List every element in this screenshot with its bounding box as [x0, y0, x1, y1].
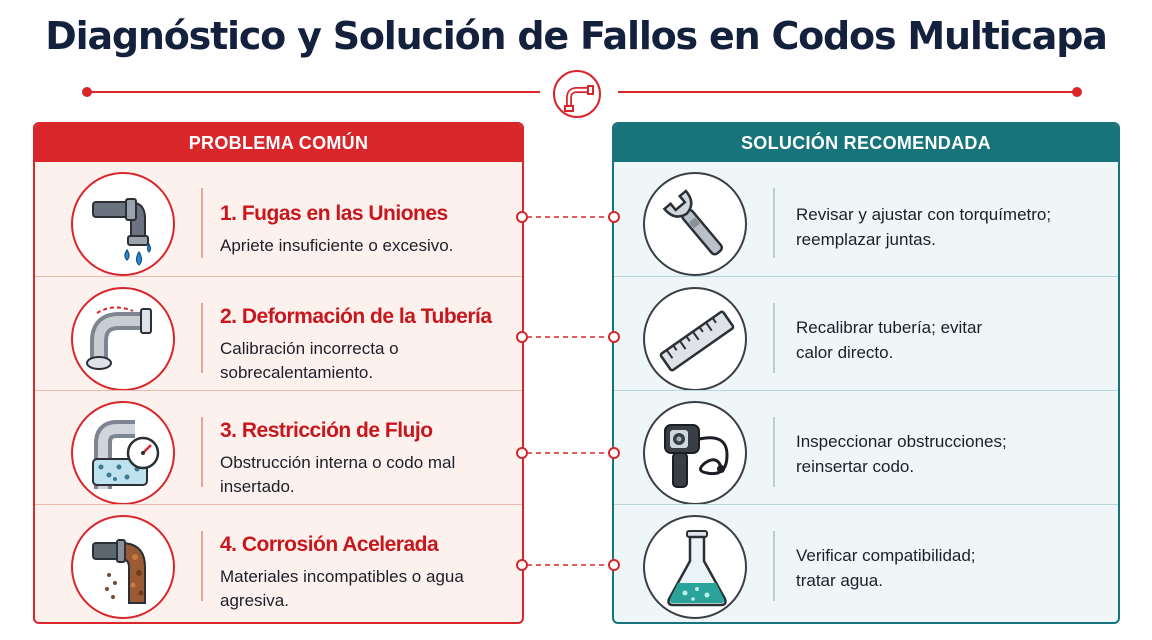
title-rule-dot-left	[82, 87, 92, 97]
row-divider	[773, 303, 775, 373]
solution-row-1: Revisar y ajustar con torquímetro; reemp…	[614, 162, 1118, 276]
solution-text: Verificar compatibilidad; tratar agua.	[796, 546, 976, 590]
page-title: Diagnóstico y Solución de Fallos en Codo…	[45, 14, 1108, 58]
connector-row-4	[516, 558, 620, 572]
problem-title: 2. Deformación de la Tubería	[220, 305, 492, 328]
solution-text: Revisar y ajustar con torquímetro; reemp…	[796, 205, 1052, 249]
corroded-pipe-icon	[71, 515, 175, 619]
problem-description: Obstrucción interna o codo mal insertado…	[220, 453, 456, 496]
problem-title: 1. Fugas en las Uniones	[220, 202, 448, 225]
problem-row-3: 3. Restricción de Flujo Obstrucción inte…	[35, 390, 522, 505]
deformed-elbow-icon	[71, 287, 175, 391]
ruler-icon	[643, 287, 747, 391]
row-divider	[201, 417, 203, 487]
problem-panel: PROBLEMA COMÚN 1. Fugas en las Uniones A…	[33, 122, 524, 624]
solution-row-4: Verificar compatibilidad; tratar agua.	[614, 504, 1118, 619]
title-rule-right	[618, 91, 1078, 93]
inspection-camera-icon	[643, 401, 747, 505]
row-divider	[201, 303, 203, 373]
problem-row-4: 4. Corrosión Acelerada Materiales incomp…	[35, 504, 522, 619]
problem-panel-header: PROBLEMA COMÚN	[35, 124, 522, 162]
wrench-icon	[643, 172, 747, 276]
solution-panel: SOLUCIÓN RECOMENDADA Revisar y ajustar c…	[612, 122, 1120, 624]
row-divider	[201, 188, 203, 258]
problem-title: 3. Restricción de Flujo	[220, 419, 433, 442]
solution-row-3: Inspeccionar obstrucciones; reinsertar c…	[614, 390, 1118, 505]
row-divider	[773, 188, 775, 258]
solution-text: Recalibrar tubería; evitar calor directo…	[796, 318, 983, 362]
connector-row-3	[516, 446, 620, 460]
problem-row-1: 1. Fugas en las Uniones Apriete insufici…	[35, 162, 522, 276]
flask-icon	[643, 515, 747, 619]
solution-row-2: Recalibrar tubería; evitar calor directo…	[614, 276, 1118, 391]
connector-row-1	[516, 210, 620, 224]
problem-title: 4. Corrosión Acelerada	[220, 533, 439, 556]
problem-description: Materiales incompatibles o agua agresiva…	[220, 567, 464, 610]
solution-text: Inspeccionar obstrucciones; reinsertar c…	[796, 432, 1007, 476]
row-divider	[773, 417, 775, 487]
elbow-pipe-icon	[553, 70, 601, 118]
problem-description: Apriete insuficiente o excesivo.	[220, 236, 454, 255]
connector-row-2	[516, 330, 620, 344]
title-rule-left	[88, 91, 540, 93]
solution-panel-header: SOLUCIÓN RECOMENDADA	[614, 124, 1118, 162]
problem-description: Calibración incorrecta o sobrecalentamie…	[220, 339, 399, 382]
leaking-pipe-icon	[71, 172, 175, 276]
row-divider	[201, 531, 203, 601]
row-divider	[773, 531, 775, 601]
problem-row-2: 2. Deformación de la Tubería Calibración…	[35, 276, 522, 391]
title-rule-dot-right	[1072, 87, 1082, 97]
blocked-pipe-gauge-icon	[71, 401, 175, 505]
